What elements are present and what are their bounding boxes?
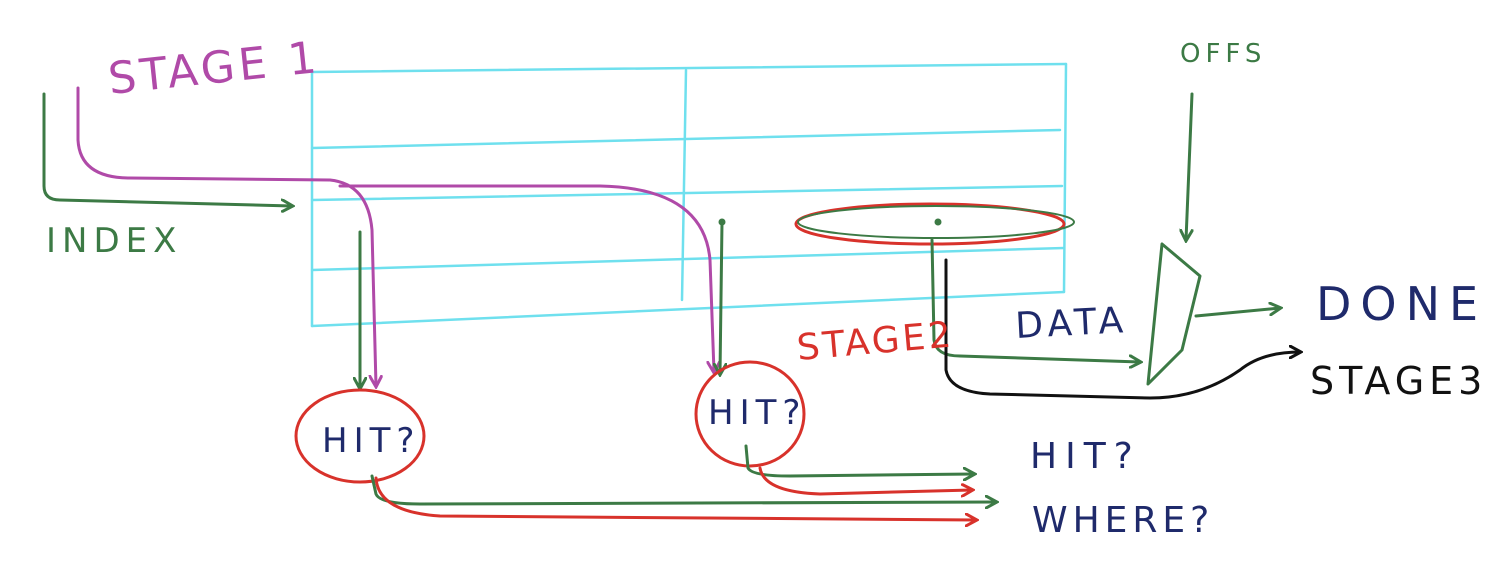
hit-question-label: HIT?: [1030, 436, 1141, 477]
stage1-path: [76, 86, 376, 386]
way2-tag-arrow: [720, 220, 722, 374]
way2-tag-dot: [718, 218, 726, 226]
mux-to-done-arrow: [1194, 308, 1280, 318]
offset-mux: [1146, 242, 1202, 386]
stage3-label: STAGE3: [1310, 359, 1487, 403]
hit1-label: HIT?: [322, 421, 420, 461]
table-col-line: [1062, 62, 1068, 294]
index-arrow: [42, 92, 292, 206]
data-line-dot: [934, 218, 942, 226]
hit-comparator-1: [294, 388, 426, 484]
stage1-path-branch: [338, 184, 714, 372]
table-col-line: [680, 68, 688, 302]
stage2-label: STAGE2: [795, 314, 956, 369]
cache-table: [310, 62, 1068, 328]
hit1-red-output: [374, 476, 976, 520]
hit1-green-output: [370, 474, 996, 504]
selected-data-line-outline: [797, 205, 1075, 239]
hit2-label: HIT?: [708, 393, 806, 433]
done-label: DONE: [1316, 277, 1487, 331]
table-row-line: [310, 246, 1066, 272]
selected-data-line: [794, 202, 1066, 246]
offs-label: OFFS: [1180, 39, 1266, 69]
data-to-mux-arrow: [930, 238, 1140, 362]
stage3-arrow: [944, 258, 1300, 400]
stage1-label: STAGE 1: [106, 32, 323, 105]
hit-comparator-2: [694, 360, 806, 468]
hit2-green-output: [744, 444, 974, 476]
index-label: INDEX: [46, 221, 182, 261]
where-question-label: WHERE?: [1032, 500, 1214, 541]
hit2-red-output: [758, 466, 972, 494]
table-row-line: [310, 184, 1064, 202]
table-row-line: [310, 62, 1068, 74]
offs-arrow: [1186, 92, 1194, 240]
data-label: DATA: [1014, 300, 1129, 347]
table-row-line: [310, 290, 1066, 328]
